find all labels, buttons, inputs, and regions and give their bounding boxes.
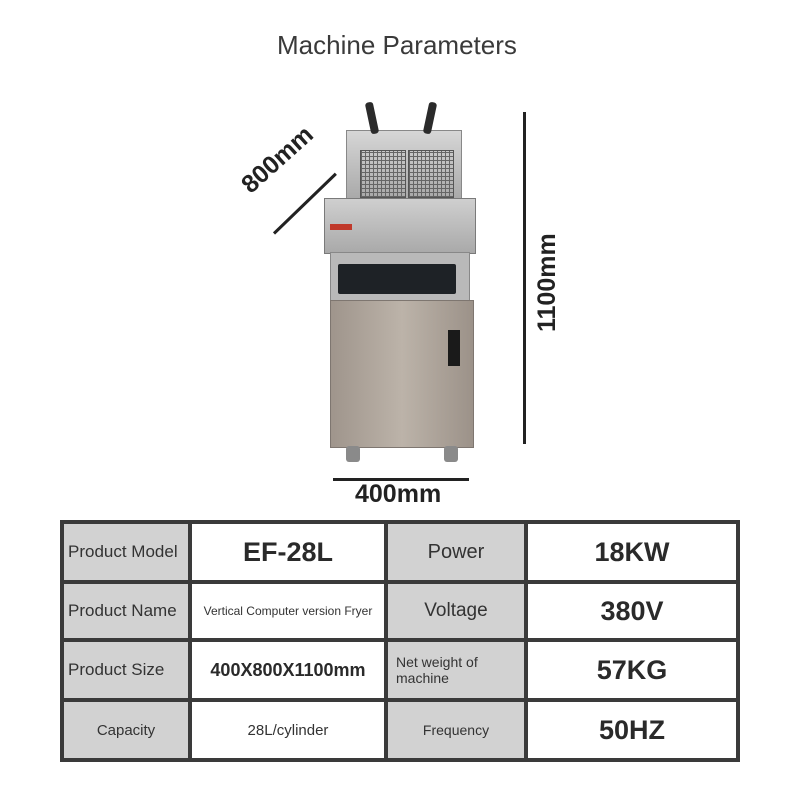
height-label: 1100mm	[533, 233, 561, 332]
spec-value-capacity: 28L/cylinder	[192, 702, 384, 758]
spec-value-power: 18KW	[528, 524, 736, 580]
spec-value-name: Vertical Computer version Fryer	[192, 584, 384, 638]
spec-value-model: EF-28L	[192, 524, 384, 580]
wheel-icon	[346, 446, 360, 462]
spec-table: Product Model EF-28L Power 18KW Product …	[60, 520, 740, 762]
height-dimension-line	[523, 112, 526, 444]
spec-label-model: Product Model	[64, 524, 188, 580]
page-title: Machine Parameters	[277, 30, 517, 60]
spec-label-name: Product Name	[64, 584, 188, 638]
cabinet-window	[448, 330, 460, 366]
wheel-icon	[444, 446, 458, 462]
fryer-cabinet	[330, 300, 474, 448]
fryer-basket	[360, 150, 406, 198]
spec-value-weight: 57KG	[528, 642, 736, 698]
fryer-basket	[408, 150, 454, 198]
spec-label-size: Product Size	[64, 642, 188, 698]
spec-value-size: 400X800X1100mm	[192, 642, 384, 698]
spec-label-capacity: Capacity	[64, 702, 188, 758]
fryer-machine-image	[322, 100, 478, 470]
spec-label-voltage: Voltage	[388, 584, 524, 638]
width-label: 400mm	[355, 480, 442, 508]
spec-label-power: Power	[388, 524, 524, 580]
depth-label: 800mm	[236, 120, 319, 199]
spec-value-frequency: 50HZ	[528, 702, 736, 758]
brand-label	[330, 224, 352, 230]
spec-value-voltage: 380V	[528, 584, 736, 638]
width-dimension-line	[333, 478, 469, 481]
spec-label-frequency: Frequency	[388, 702, 524, 758]
spec-label-weight: Net weight of machine	[388, 642, 524, 698]
control-display	[338, 264, 456, 294]
